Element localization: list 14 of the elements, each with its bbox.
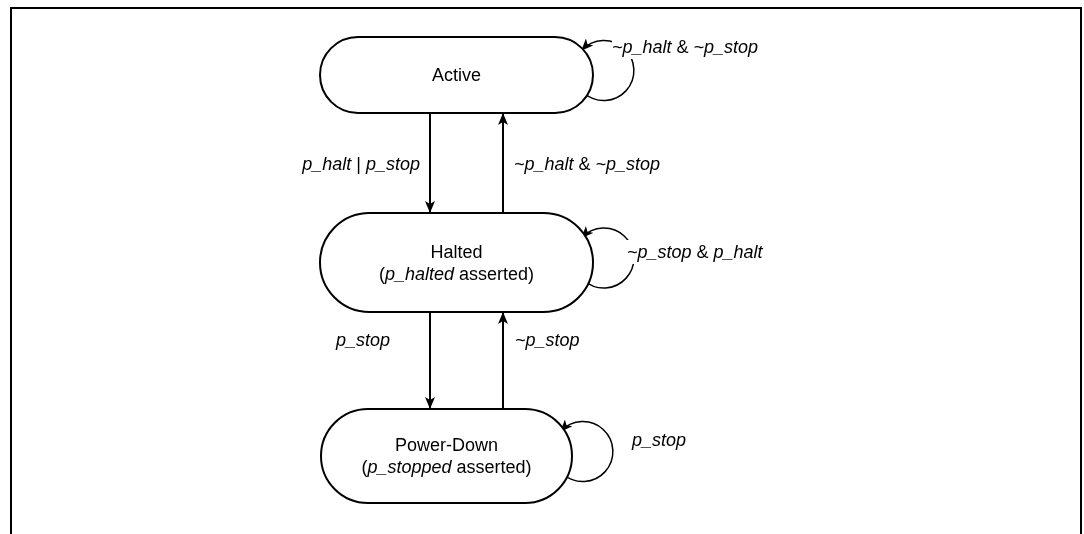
state-box <box>319 36 594 114</box>
state-name: Halted <box>430 240 483 263</box>
transition-arrow <box>425 312 435 409</box>
state-box <box>320 408 573 504</box>
transition-arrow <box>498 113 508 213</box>
transition-arrow <box>425 113 435 213</box>
state-note: (p_halted asserted) <box>378 262 535 285</box>
state-note: (p_stopped asserted) <box>361 456 532 478</box>
self-loop-arrow <box>560 419 614 483</box>
state-box <box>319 212 594 313</box>
state-name: Power-Down <box>394 434 498 456</box>
edge-label: ~p_stop & p_halt <box>627 240 763 264</box>
transition-arrow <box>498 312 508 409</box>
state-name: Active <box>432 64 481 86</box>
